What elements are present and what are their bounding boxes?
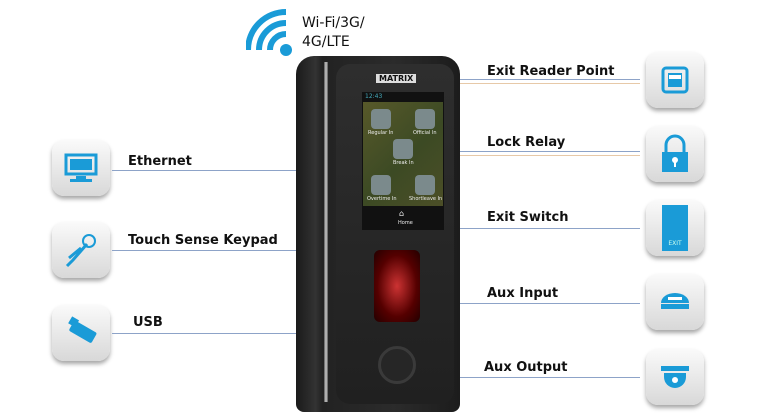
screen-time: 12:43 [365,93,383,100]
chrome-strip [324,62,328,402]
app-icon[interactable] [415,175,435,195]
touch-icon [65,234,96,268]
lock-relay-tile [646,126,704,182]
usb-icon [68,316,97,343]
connector-line [460,228,640,229]
connector-line [112,170,296,171]
ethernet-tile [52,140,110,196]
lock-icon [662,134,688,172]
wireless-line1: Wi-Fi/3G/ [302,15,365,31]
access-control-device: MATRIX 12:43 Regular In Official In Brea… [296,56,460,412]
usb-tile [52,305,110,361]
app-label: Overtime In [367,196,397,202]
connector-line [460,303,640,304]
connector-line [460,151,640,152]
app-label: Regular In [368,130,394,136]
aux-input-label: Aux Input [487,286,559,301]
exit-reader-label: Exit Reader Point [487,64,615,79]
exit-reader-tile [646,52,704,108]
app-icon[interactable] [371,109,391,129]
exit-switch-tile: EXIT [646,200,704,256]
app-label: Break In [393,160,414,166]
connector-line [460,155,640,156]
home-icon[interactable]: ⌂ [399,209,405,218]
usb-label: USB [133,315,163,330]
connector-line [112,250,296,251]
touch-tile [52,222,110,278]
app-label: Shortleave In [409,196,443,202]
connector-line [460,377,640,378]
reader-icon [661,66,689,94]
touch-keypad-label: Touch Sense Keypad [128,233,278,248]
connector-line [460,83,640,84]
app-label: Official In [413,130,437,136]
wireless-line2: 4G/LTE [302,34,350,50]
wifi-icon [246,9,292,56]
aux-output-tile [646,349,704,405]
home-label: Home [398,220,413,226]
connector-line [112,333,296,334]
aux-input-tile [646,274,704,330]
aux-output-label: Aux Output [484,360,568,375]
app-icon[interactable] [415,109,435,129]
lock-relay-label: Lock Relay [487,135,566,150]
fingerprint-sensor[interactable] [374,250,420,322]
ethernet-label: Ethernet [128,154,192,169]
siren-icon [661,366,689,388]
brand-logo: MATRIX [376,74,417,83]
app-icon[interactable] [393,139,413,159]
device-face: MATRIX 12:43 Regular In Official In Brea… [336,64,454,404]
connector-line [460,79,640,80]
wireless-label: Wi-Fi/3G/ 4G/LTE [302,14,365,52]
monitor-icon [64,153,98,182]
sensor-icon [661,293,689,309]
exit-switch-icon: EXIT [662,205,688,251]
proximity-button[interactable] [378,346,416,384]
touch-screen[interactable]: 12:43 Regular In Official In Break In Ov… [362,92,444,230]
app-icon[interactable] [371,175,391,195]
exit-switch-label: Exit Switch [487,210,569,225]
exit-text: EXIT [668,240,682,247]
